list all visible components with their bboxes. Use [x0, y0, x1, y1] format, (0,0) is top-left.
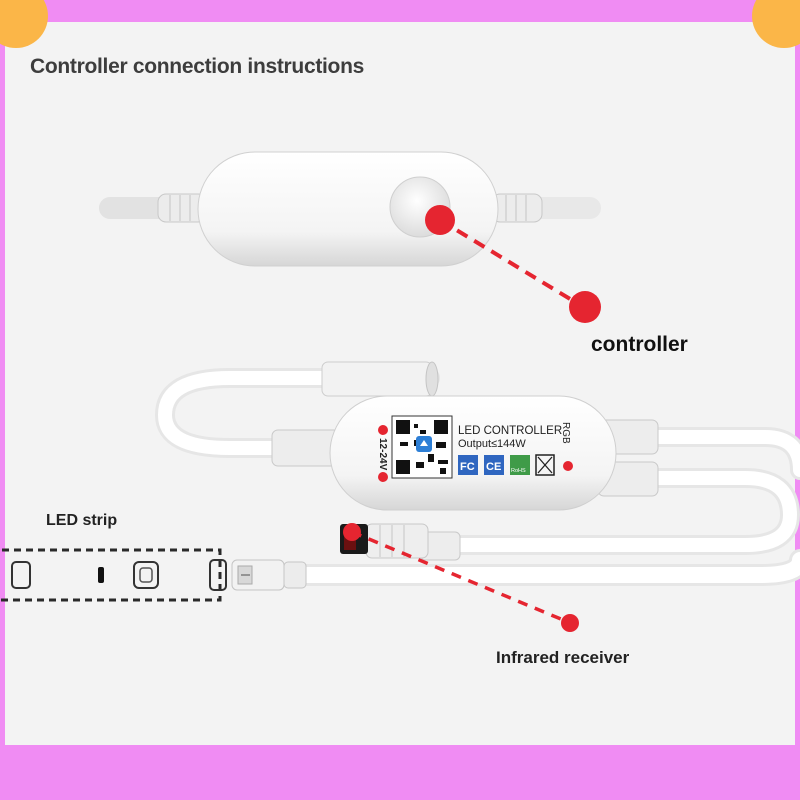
weee-bin-icon	[535, 454, 555, 476]
qr-code	[391, 415, 453, 479]
device-brand-line2: Output≤144W	[458, 438, 526, 450]
led-strip-connector	[231, 559, 307, 591]
controller-pointer-dot-start	[425, 205, 455, 235]
remote-controller-body	[197, 151, 499, 267]
led-controller-body	[329, 395, 617, 511]
rgb-polarity-icon	[563, 461, 573, 471]
certification-badges: FC CE RoHS	[458, 454, 555, 476]
positive-polarity-icon	[378, 425, 388, 435]
rohs-badge-text: RoHS	[511, 468, 526, 474]
controller-cable-right	[491, 193, 601, 223]
device-voltage-label: 12-24V	[377, 438, 388, 471]
ce-badge-text: CE	[486, 461, 501, 473]
device-rgb-label: RGB	[560, 422, 571, 444]
infrared-pointer-line	[351, 530, 569, 624]
controller-pointer-dot-end	[569, 291, 601, 323]
frame-bottom-border	[0, 745, 800, 800]
negative-polarity-icon	[378, 472, 388, 482]
controller-cable-left	[99, 193, 207, 223]
device-brand-line1: LED CONTROLLER	[458, 425, 562, 437]
infrared-pointer-dot-end	[561, 614, 579, 632]
rohs-badge-icon	[510, 455, 530, 475]
frame-left-border	[0, 0, 5, 800]
led-strip-label: LED strip	[46, 512, 118, 529]
infrared-pointer-dot-start	[343, 523, 361, 541]
frame-top-border	[0, 0, 800, 22]
fc-badge-icon	[458, 455, 478, 475]
controller-pointer-line	[438, 218, 582, 307]
led-strip	[0, 548, 227, 602]
dc-power-connector	[321, 361, 439, 397]
infrared-receiver-label: Infrared receiver	[496, 648, 630, 667]
ce-badge-icon	[484, 455, 504, 475]
frame-right-border	[795, 0, 800, 800]
fc-badge-text: FC	[460, 461, 475, 473]
lower-cables	[154, 368, 800, 586]
page-title: Controller connection instructions	[30, 55, 364, 78]
controller-label: controller	[591, 333, 688, 356]
